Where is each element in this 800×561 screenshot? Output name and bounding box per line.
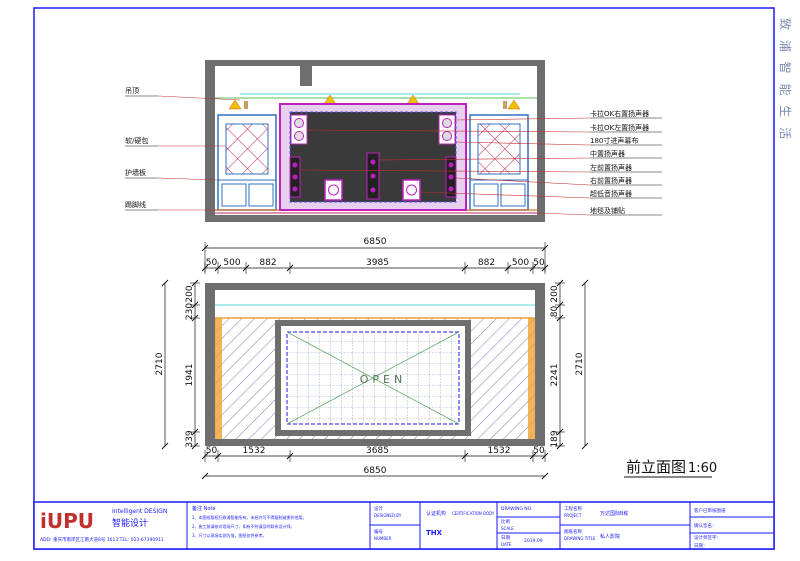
subwoofer-right — [402, 179, 421, 201]
approve-label: 认证机构 — [426, 510, 446, 517]
dim-bottom-seg-3: 1532 — [488, 446, 511, 456]
logo-cn: 智能设计 — [112, 517, 148, 529]
title-block: iUPU Intelligent DESIGN 智能设计 ADD: 重庆市南岸区… — [33, 501, 775, 550]
dim-left-seg-2: 1941 — [185, 364, 195, 387]
date-value: 2019.09 — [524, 538, 543, 544]
dim-left-seg-1: 230 — [185, 303, 195, 320]
client-sign-label: 确认签名： — [694, 522, 717, 529]
side-banner: 致 浦 智 能 生 活 — [778, 18, 793, 142]
callout-left-1: 软/硬包 — [125, 136, 148, 145]
callout-left-2: 护墙板 — [125, 168, 146, 177]
callout-right-4: 左前置扬声器 — [590, 163, 632, 172]
open-label: OPEN — [360, 373, 406, 386]
dim-top-seg-3: 3985 — [366, 258, 389, 268]
note-3: 3、尺寸以现场实测为准，图纸仅供参考。 — [192, 532, 267, 538]
view-title: 前立面图 — [626, 458, 686, 476]
dim-bottom-seg-2: 3685 — [366, 446, 389, 456]
date-sign-label: 日期： — [694, 543, 708, 549]
callout-left-0: 吊顶 — [125, 87, 139, 95]
dim-top-seg-5: 500 — [512, 258, 529, 268]
subwoofer-left — [324, 179, 343, 201]
center-speaker — [366, 152, 380, 200]
number-label: 编号 — [374, 528, 383, 535]
dim-left-seg-3: 339 — [185, 430, 195, 447]
dim-top-seg-4: 882 — [478, 258, 495, 268]
note-1: 1、本图纸版权归致浦智能所有，未经许可不得复制或挪作他用。 — [192, 514, 307, 520]
callout-left-3: 踢脚线 — [125, 200, 146, 209]
designer-sign-label: 设计师签字： — [694, 534, 721, 541]
dim-left-seg-0: 200 — [185, 285, 195, 302]
designer-en: DESIGNED BY — [374, 513, 402, 518]
wall-panel-right — [469, 114, 529, 211]
callout-right-2: 180寸进声幕布 — [590, 136, 638, 145]
drawing-title-en: DRAWING TITLE — [564, 536, 596, 541]
note-2: 2、施工前请核对现场尺寸，如有不符请及时联系设计师。 — [192, 523, 295, 529]
karaoke-speaker-right — [438, 114, 456, 145]
dim-right-seg-3: 189 — [550, 430, 560, 447]
dim-right-seg-1: 80 — [550, 306, 560, 318]
view-scale: 1:60 — [688, 461, 717, 476]
number-en: NUMBER — [374, 536, 392, 541]
dim-top-total: 6850 — [364, 237, 387, 247]
drawing-title-value: 私人影院 — [600, 533, 620, 540]
logo-sub: Intelligent DESIGN — [112, 508, 167, 515]
dim-top-seg-6: 50 — [533, 258, 545, 268]
date-en: DATE — [501, 542, 512, 547]
scale-en: SCALE — [501, 526, 514, 531]
address: ADD: 重庆市南岸区江南大道8号 1613 TEL: 023-67390911 — [40, 536, 164, 543]
dimensions-right: 200 80 2241 189 2710 — [550, 279, 589, 450]
callout-right-5: 右前置扬声器 — [590, 176, 632, 185]
callout-right-7: 地毯及铺贴 — [590, 206, 625, 215]
dim-right-seg-0: 200 — [550, 285, 560, 302]
approve-value: CERTIFICATION BODY — [452, 511, 495, 516]
karaoke-speaker-left — [290, 114, 308, 145]
dim-bottom-seg-4: 50 — [533, 446, 545, 456]
callout-right-1: 卡拉OK左置扬声器 — [590, 123, 649, 132]
dim-bottom-seg-1: 1532 — [243, 446, 266, 456]
dimensions-bottom-elevation: 50 1532 3685 1532 50 6850 — [201, 446, 549, 480]
client-label: 客户已审核图纸 — [694, 507, 726, 514]
dim-right-total: 2710 — [575, 352, 585, 375]
dimensions-top-elevation: 6850 50 500 882 3985 882 500 50 — [201, 237, 549, 274]
project-en: PROJECT — [564, 513, 582, 518]
dim-bottom-seg-0: 50 — [206, 446, 218, 456]
front-speaker-left — [289, 156, 301, 198]
elevation-top — [205, 60, 545, 222]
elevation-bottom: OPEN — [205, 283, 545, 446]
notes-title: 备注 Note — [192, 505, 215, 512]
thx-mark: THX — [426, 529, 443, 537]
project-label: 工程名称 — [564, 505, 582, 512]
dim-left-total: 2710 — [155, 352, 165, 375]
logo: iUPU — [40, 509, 94, 533]
callout-right-0: 卡拉OK右置扬声器 — [590, 109, 649, 118]
drawing-no-label: DRAWING NO. — [501, 506, 532, 512]
dim-bottom-total: 6850 — [364, 466, 387, 476]
dim-right-seg-2: 2241 — [550, 364, 560, 387]
date-label: 日期 — [501, 535, 510, 541]
dim-top-seg-1: 500 — [223, 258, 240, 268]
dim-top-seg-2: 882 — [259, 258, 276, 268]
callout-right-6: 超低音扬声器 — [590, 189, 632, 198]
callout-right-3: 中置扬声器 — [590, 149, 625, 158]
project-value: 万达国际B栋 — [600, 510, 628, 517]
scale-label: 比例 — [501, 518, 510, 525]
designer-label: 设计 — [374, 505, 383, 512]
front-speaker-right — [445, 156, 457, 198]
drawing-title-label: 图纸名称 — [564, 528, 582, 535]
dim-top-seg-0: 50 — [206, 258, 218, 268]
